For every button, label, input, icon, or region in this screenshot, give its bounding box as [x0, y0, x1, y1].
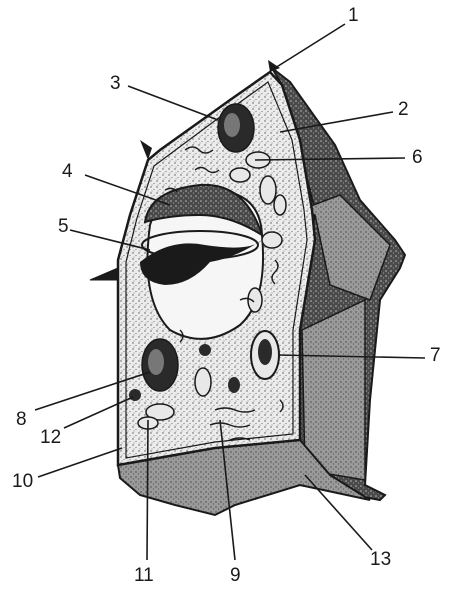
label-2: 2	[398, 100, 409, 119]
label-1: 1	[348, 6, 359, 25]
label-3: 3	[110, 74, 121, 93]
leader-10	[38, 448, 122, 477]
label-4: 4	[62, 162, 73, 181]
label-11: 11	[134, 566, 154, 585]
label-8: 8	[16, 410, 27, 429]
leader-11	[147, 420, 148, 560]
leader-3	[128, 86, 218, 120]
label-12: 12	[40, 428, 61, 447]
label-7: 7	[430, 346, 441, 365]
organelle-12	[129, 389, 141, 401]
label-10: 10	[12, 472, 33, 491]
label-13: 13	[370, 550, 391, 569]
label-6: 6	[412, 148, 423, 167]
label-5: 5	[58, 217, 69, 236]
label-9: 9	[230, 566, 241, 585]
leader-1	[275, 24, 345, 68]
